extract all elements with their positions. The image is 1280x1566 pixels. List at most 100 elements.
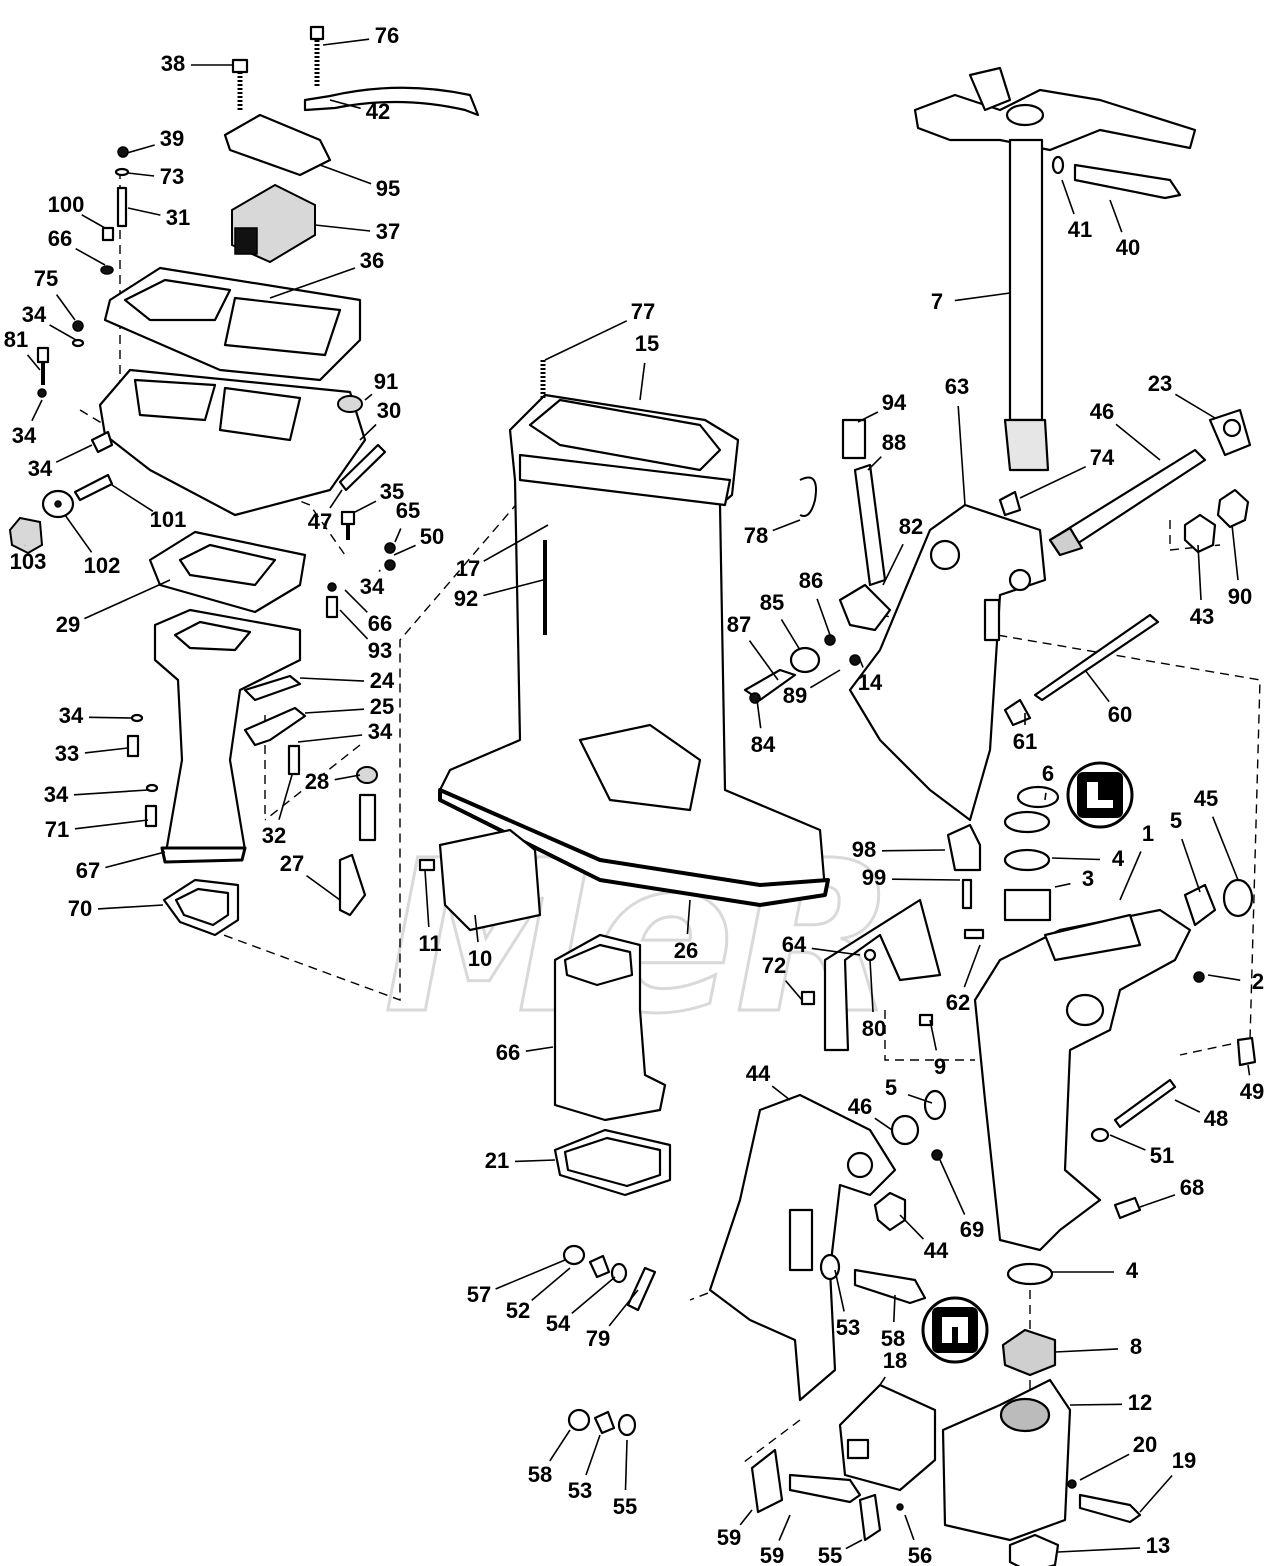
leader-line-89 (809, 669, 841, 689)
callout-43: 43 (1190, 604, 1214, 629)
leader-line-69 (939, 1159, 966, 1215)
callout-91: 91 (374, 369, 398, 394)
callout-40: 40 (1116, 235, 1140, 260)
callout-1: 1 (1142, 821, 1154, 846)
callout-67: 67 (76, 858, 100, 883)
callout-70: 70 (68, 896, 92, 921)
callout-54: 54 (546, 1311, 571, 1336)
leader-line-47 (329, 489, 343, 509)
leader-line-58 (893, 1294, 896, 1323)
callout-55: 55 (818, 1543, 842, 1566)
callout-99: 99 (862, 865, 886, 890)
callout-31: 31 (166, 205, 190, 230)
leader-line-34 (31, 399, 43, 422)
leader-line-26 (686, 899, 691, 935)
leader-line-99 (891, 878, 961, 881)
leader-line-90 (1231, 524, 1239, 581)
swivel-lower-parts (941, 1262, 1142, 1566)
clamp-bracket-45 (708, 1093, 927, 1402)
callout-20: 20 (1133, 1432, 1157, 1457)
leader-line-20 (1079, 1453, 1130, 1481)
callout-69: 69 (960, 1217, 984, 1242)
leader-line-84 (756, 699, 762, 729)
leader-line-66 (75, 248, 106, 266)
callout-75: 75 (34, 266, 58, 291)
leader-line-13 (1057, 1547, 1141, 1553)
callout-26: 26 (674, 938, 698, 963)
callout-4: 4 (1112, 846, 1125, 871)
callout-63: 63 (945, 374, 969, 399)
leader-line-87 (748, 640, 779, 681)
callout-74: 74 (1090, 445, 1115, 470)
callout-8: 8 (1130, 1334, 1142, 1359)
leader-line-18 (879, 1376, 886, 1386)
leader-line-51 (1109, 1134, 1146, 1151)
leader-line-94 (857, 411, 879, 423)
leader-line-34 (49, 324, 77, 341)
leader-line-23 (1174, 393, 1216, 419)
leader-line-28 (334, 774, 361, 781)
leader-line-64 (811, 947, 861, 956)
callout-46: 46 (848, 1094, 872, 1119)
leader-line-46 (874, 1117, 893, 1131)
callout-34: 34 (44, 782, 69, 807)
leader-line-81 (26, 354, 41, 371)
leader-line-31 (127, 207, 161, 216)
callout-92: 92 (454, 586, 478, 611)
leader-line-44 (899, 1214, 924, 1240)
callout-34: 34 (22, 302, 47, 327)
callout-76: 76 (375, 23, 399, 48)
callout-78: 78 (744, 523, 768, 548)
callout-19: 19 (1172, 1448, 1196, 1473)
leader-line-12 (1069, 1403, 1123, 1406)
leader-line-34 (55, 444, 93, 463)
leader-line-4 (1051, 857, 1101, 861)
callout-80: 80 (862, 1016, 886, 1041)
leader-line-33 (84, 747, 129, 754)
leader-line-11 (424, 869, 430, 928)
callout-90: 90 (1228, 584, 1252, 609)
callout-101: 101 (150, 507, 187, 532)
callout-42: 42 (366, 99, 390, 124)
callout-88: 88 (882, 430, 906, 455)
leader-line-68 (1139, 1194, 1176, 1208)
callout-13: 13 (1146, 1533, 1170, 1558)
leader-line-42 (329, 99, 361, 110)
upper-left-parts (8, 25, 480, 619)
leader-line-17 (483, 524, 549, 562)
leader-line-88 (867, 456, 882, 471)
callout-66: 66 (496, 1040, 520, 1065)
callout-39: 39 (160, 126, 184, 151)
callout-66: 66 (48, 226, 72, 251)
callout-71: 71 (45, 817, 69, 842)
callout-51: 51 (1150, 1143, 1174, 1168)
leader-line-46 (1115, 423, 1161, 461)
leader-line-8 (1054, 1348, 1119, 1353)
leader-line-85 (780, 618, 801, 651)
leader-line-3 (1054, 882, 1071, 888)
callout-23: 23 (1148, 371, 1172, 396)
callout-103: 103 (10, 549, 47, 574)
callout-81: 81 (4, 327, 28, 352)
callout-28: 28 (305, 769, 329, 794)
callout-7: 7 (931, 289, 943, 314)
leader-line-66 (525, 1046, 554, 1052)
callout-45: 45 (1194, 786, 1218, 811)
steering-arm-7 (913, 66, 1197, 472)
leader-line-5 (1181, 838, 1201, 893)
callout-61: 61 (1013, 729, 1037, 754)
callout-44: 44 (746, 1061, 771, 1086)
callout-56: 56 (908, 1543, 932, 1566)
leader-line-34 (88, 716, 133, 719)
leader-line-15 (639, 362, 646, 401)
leader-line-19 (1139, 1474, 1173, 1513)
leader-line-59 (778, 1514, 791, 1541)
callout-5: 5 (1170, 808, 1182, 833)
callout-47: 47 (308, 509, 332, 534)
callout-32: 32 (262, 823, 286, 848)
callout-73: 73 (160, 164, 184, 189)
callout-53: 53 (568, 1478, 592, 1503)
tilt-linkage-parts (743, 418, 892, 704)
callout-93: 93 (368, 638, 392, 663)
leader-line-7 (954, 292, 1011, 302)
